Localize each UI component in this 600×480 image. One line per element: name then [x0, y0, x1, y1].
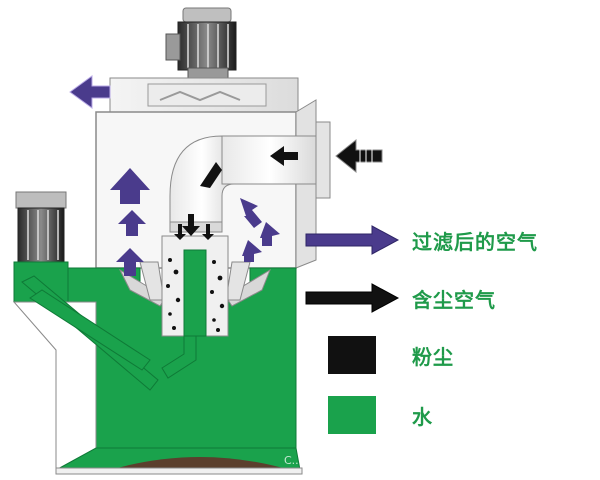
inlet-duct	[221, 121, 331, 199]
legend-item-dust-air: 含尘空气	[302, 282, 496, 314]
top-fan-motor	[165, 7, 237, 79]
water-swatch-icon	[328, 396, 376, 434]
legend-item-water: 水	[328, 396, 433, 434]
exhaust-arrow	[69, 75, 111, 109]
legend-item-clean-air: 过滤后的空气	[302, 224, 538, 256]
dust-air-arrow-icon	[305, 283, 400, 313]
water-feed-pipes	[21, 275, 197, 391]
dust-air-arrows	[174, 146, 298, 240]
legend-label-clean-air: 过滤后的空气	[412, 229, 538, 254]
legend-label-dust-air: 含尘空气	[412, 287, 496, 312]
clean-air-arrow-icon	[305, 225, 400, 255]
fan-housing	[109, 77, 299, 113]
legend-label-dust: 粉尘	[412, 344, 454, 369]
clean-air-arrows	[110, 168, 280, 276]
dust-swatch-icon	[328, 336, 376, 374]
watermark-text: C...	[284, 454, 303, 467]
tank-base	[55, 447, 303, 475]
legend-label-water: 水	[412, 404, 433, 429]
legend-item-dust: 粉尘	[328, 336, 454, 374]
inlet-arrow	[335, 138, 383, 174]
sludge-layer	[110, 457, 290, 470]
scrubbing-chamber	[161, 235, 229, 337]
dust-particles	[166, 258, 225, 332]
